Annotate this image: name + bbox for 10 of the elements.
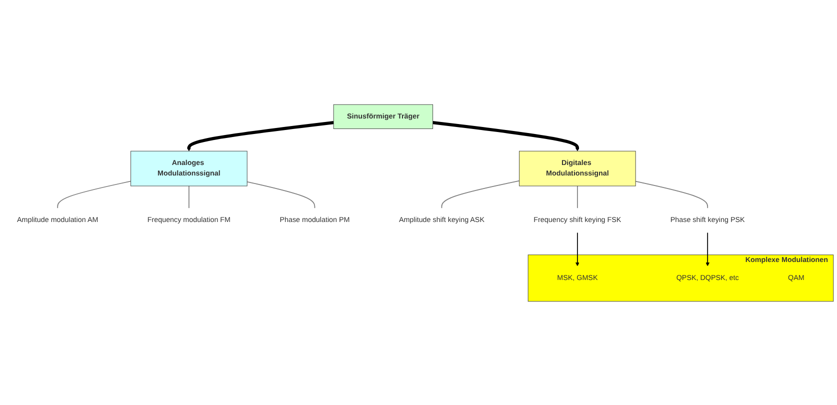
connector: [57, 180, 132, 208]
connector: [246, 180, 316, 208]
connector: [441, 180, 520, 208]
arrow: [706, 232, 710, 266]
connector: [635, 180, 708, 208]
connector: [188, 185, 190, 208]
arrow: [186, 120, 334, 151]
arrow: [432, 120, 580, 151]
connector: [576, 185, 578, 208]
arrow: [575, 232, 580, 266]
